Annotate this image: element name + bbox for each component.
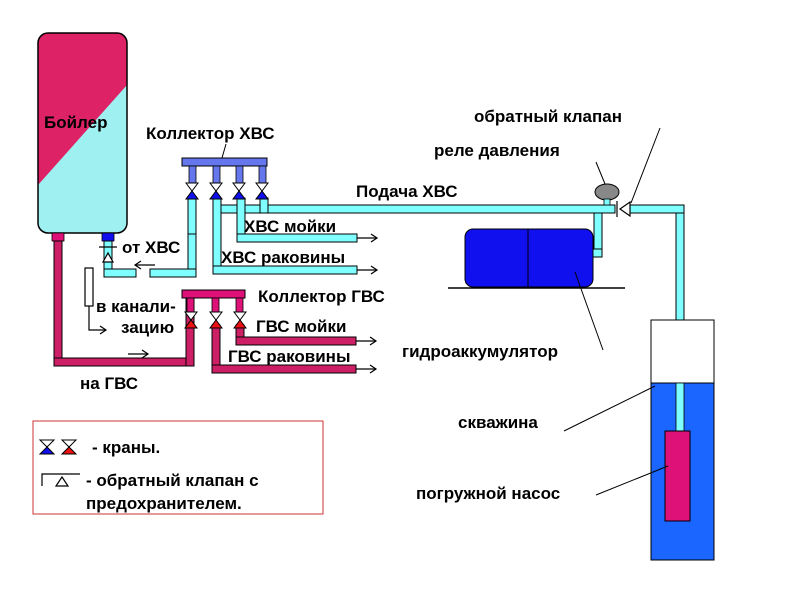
arrow-cold-sink [357, 233, 379, 243]
cold-tap-2 [209, 182, 223, 200]
hot-collector [181, 289, 246, 314]
label-hot-washbasin: ГВС раковины [228, 347, 350, 366]
label-to-sewer-1: в канали- [96, 297, 176, 316]
hot-tap-3 [233, 311, 247, 329]
label-cold-supply: Подача ХВС [356, 182, 458, 201]
cold-tap-1 [185, 182, 199, 200]
arrow-cold-washbasin [357, 265, 379, 275]
safety-drain [84, 267, 108, 335]
legend-check-valve-icon [41, 473, 80, 487]
leader-collector-cold [221, 143, 227, 159]
pressure-switch [594, 183, 620, 201]
leader-accumulator [574, 271, 604, 351]
leader-pump [595, 465, 669, 496]
boiler-label: Бойлер [44, 113, 107, 132]
labels: Коллектор ХВС обратный клапан реле давле… [80, 107, 622, 503]
hot-taps [184, 311, 247, 329]
label-from-cold: от ХВС [122, 238, 180, 257]
outlet-arrows [128, 233, 379, 374]
label-cold-sink: ХВС мойки [244, 217, 336, 236]
arrow-from-cold [133, 260, 155, 270]
leader-lines [221, 127, 669, 496]
arrow-hot-washbasin [356, 364, 378, 374]
label-well: скважина [458, 413, 538, 432]
label-to-hot: на ГВС [80, 374, 138, 393]
label-check-valve: обратный клапан [474, 107, 622, 126]
label-accumulator: гидроаккумулятор [402, 342, 558, 361]
legend-box [32, 420, 324, 515]
hot-tap-1 [184, 311, 198, 329]
leader-well [563, 385, 656, 432]
label-collector-hot: Коллектор ГВС [258, 287, 385, 306]
supply-check-valve [616, 200, 631, 218]
boiler-check-valve [99, 246, 117, 263]
legend-check-valve-text-2: предохранителем. [86, 494, 242, 513]
label-cold-washbasin: ХВС раковины [221, 248, 345, 267]
leader-pressure-switch [595, 161, 606, 185]
legend: - краны. - обратный клапан с предохранит… [32, 420, 324, 515]
label-collector-cold: Коллектор ХВС [146, 124, 275, 143]
boiler-hot-outlet [51, 232, 65, 242]
legend-tap-icons [38, 439, 78, 455]
cold-taps [185, 182, 269, 200]
cold-collector [181, 157, 268, 185]
arrow-to-hot [128, 349, 150, 359]
label-to-sewer-2: зацию [121, 318, 174, 337]
legend-check-valve-text-1: - обратный клапан с [86, 471, 259, 490]
accumulator [448, 228, 625, 289]
cold-tap-4 [255, 182, 269, 200]
leader-check-valve [630, 127, 661, 204]
label-pressure-switch: реле давления [434, 141, 560, 160]
submersible-pump [664, 430, 691, 522]
boiler: Бойлер [37, 32, 128, 234]
hot-tap-2 [209, 311, 223, 329]
label-pump: погружной насос [416, 484, 560, 503]
pressure-switch-fitting [603, 198, 611, 206]
label-hot-sink: ГВС мойки [256, 317, 346, 336]
cold-tap-3 [232, 182, 246, 200]
boiler-cold-inlet [101, 232, 115, 242]
legend-taps-text: - краны. [92, 438, 160, 457]
arrow-hot-sink [356, 336, 378, 346]
well [650, 319, 715, 561]
